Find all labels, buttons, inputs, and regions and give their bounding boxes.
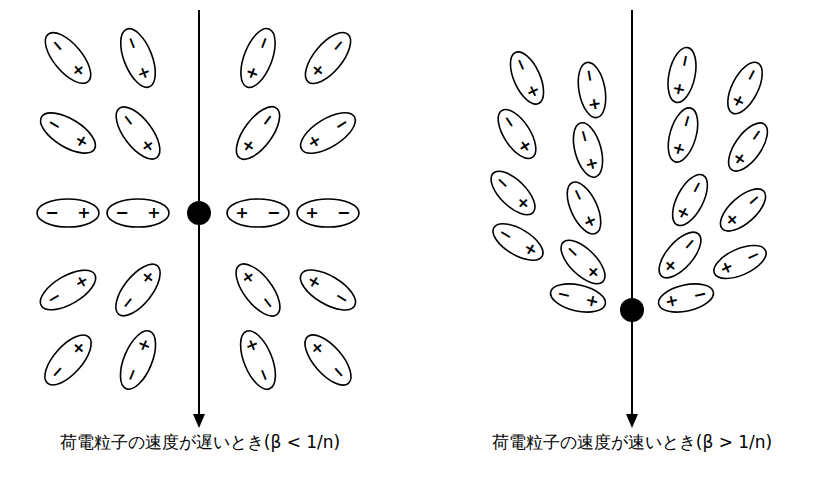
ellipse-outline (233, 23, 284, 93)
dipole-ellipse: −+ (232, 325, 284, 396)
ellipse-outline (664, 168, 716, 232)
charged-particle (620, 298, 644, 322)
ellipse-outline (650, 224, 709, 286)
ellipse-outline (719, 56, 770, 120)
track-line (631, 10, 633, 418)
caption-label: 荷電粒子の速度が遅いとき(β < 1/n) (60, 432, 340, 452)
dipole-ellipse: −+ (227, 98, 289, 167)
ellipse-outline (107, 98, 170, 167)
charge-sign: + (235, 205, 248, 221)
ellipse-outline (112, 23, 163, 94)
charge-sign: − (337, 205, 350, 221)
dipole-ellipse: −+ (226, 198, 290, 228)
dipole-ellipse: −+ (712, 180, 774, 240)
dipole-ellipse: −+ (567, 118, 609, 181)
ellipse-outline (712, 180, 774, 240)
ellipse-outline (112, 325, 164, 396)
ellipse-outline (483, 163, 544, 224)
ellipse-outline (227, 98, 289, 167)
charge-sign: + (586, 96, 604, 112)
dipole-ellipse: −+ (661, 103, 704, 167)
ellipse-outline (227, 255, 290, 324)
dipole-ellipse: −+ (233, 23, 284, 93)
ellipse-outline (486, 215, 550, 269)
dipole-ellipse: −+ (720, 115, 776, 178)
ellipse-outline (296, 24, 360, 92)
dipole-ellipse: −+ (36, 198, 100, 228)
ellipse-outline (720, 115, 776, 178)
ellipse-outline (36, 326, 101, 394)
dipole-ellipse: −+ (489, 102, 544, 166)
charge-sign: − (115, 205, 128, 221)
dipole-ellipse: −+ (559, 176, 609, 240)
dipole-ellipse: −+ (296, 198, 360, 228)
dipole-ellipse: −+ (486, 215, 550, 269)
ellipse-outline (33, 261, 103, 319)
dipole-ellipse: −+ (483, 163, 544, 224)
charge-sign: − (580, 68, 598, 84)
ellipse-outline (552, 232, 613, 293)
dipole-ellipse: −+ (293, 103, 363, 162)
dipole-ellipse: −+ (33, 104, 103, 163)
ellipse-outline (296, 326, 361, 394)
dipole-ellipse: −+ (552, 232, 613, 293)
dipole-ellipse: −+ (719, 56, 770, 120)
dipole-ellipse: −+ (106, 198, 170, 228)
dipole-ellipse: −+ (296, 24, 360, 92)
caption-label: 荷電粒子の速度が速いとき(β > 1/n) (492, 432, 772, 452)
track-arrowhead (626, 414, 638, 428)
dipole-ellipse: −+ (112, 23, 163, 94)
charge-sign: − (267, 205, 280, 221)
dipole-ellipse: −+ (36, 24, 100, 92)
ellipse-outline (502, 46, 551, 110)
dipole-ellipse: −+ (107, 98, 170, 167)
dipole-ellipse: −+ (708, 237, 772, 286)
ellipse-outline (33, 104, 103, 163)
dipole-ellipse: −+ (112, 325, 164, 396)
charge-sign: + (77, 205, 90, 221)
ellipse-outline (36, 24, 100, 92)
dipole-ellipse: −+ (655, 278, 718, 318)
ellipse-outline (106, 256, 169, 325)
charged-particle (187, 201, 211, 225)
dipole-ellipse: −+ (33, 261, 103, 319)
track-arrowhead (193, 414, 205, 428)
dipole-ellipse: −+ (296, 326, 361, 394)
dipole-ellipse: −+ (106, 256, 169, 325)
ellipse-outline (559, 176, 609, 240)
ellipse-outline (232, 325, 284, 396)
dipole-ellipse: −+ (293, 261, 363, 320)
ellipse-outline (293, 261, 363, 320)
ellipse-outline (293, 103, 363, 162)
dipole-ellipse: −+ (573, 59, 611, 121)
dipole-ellipse: −+ (662, 44, 701, 107)
dipole-ellipse: −+ (664, 168, 716, 232)
dipole-ellipse: −+ (36, 326, 101, 394)
charge-sign: + (305, 205, 318, 221)
dipole-ellipse: −+ (227, 255, 290, 324)
charge-sign: − (45, 205, 58, 221)
ellipse-outline (489, 102, 544, 166)
dipole-ellipse: −+ (502, 46, 551, 110)
charge-sign: + (147, 205, 160, 221)
dipole-ellipse: −+ (650, 224, 709, 286)
